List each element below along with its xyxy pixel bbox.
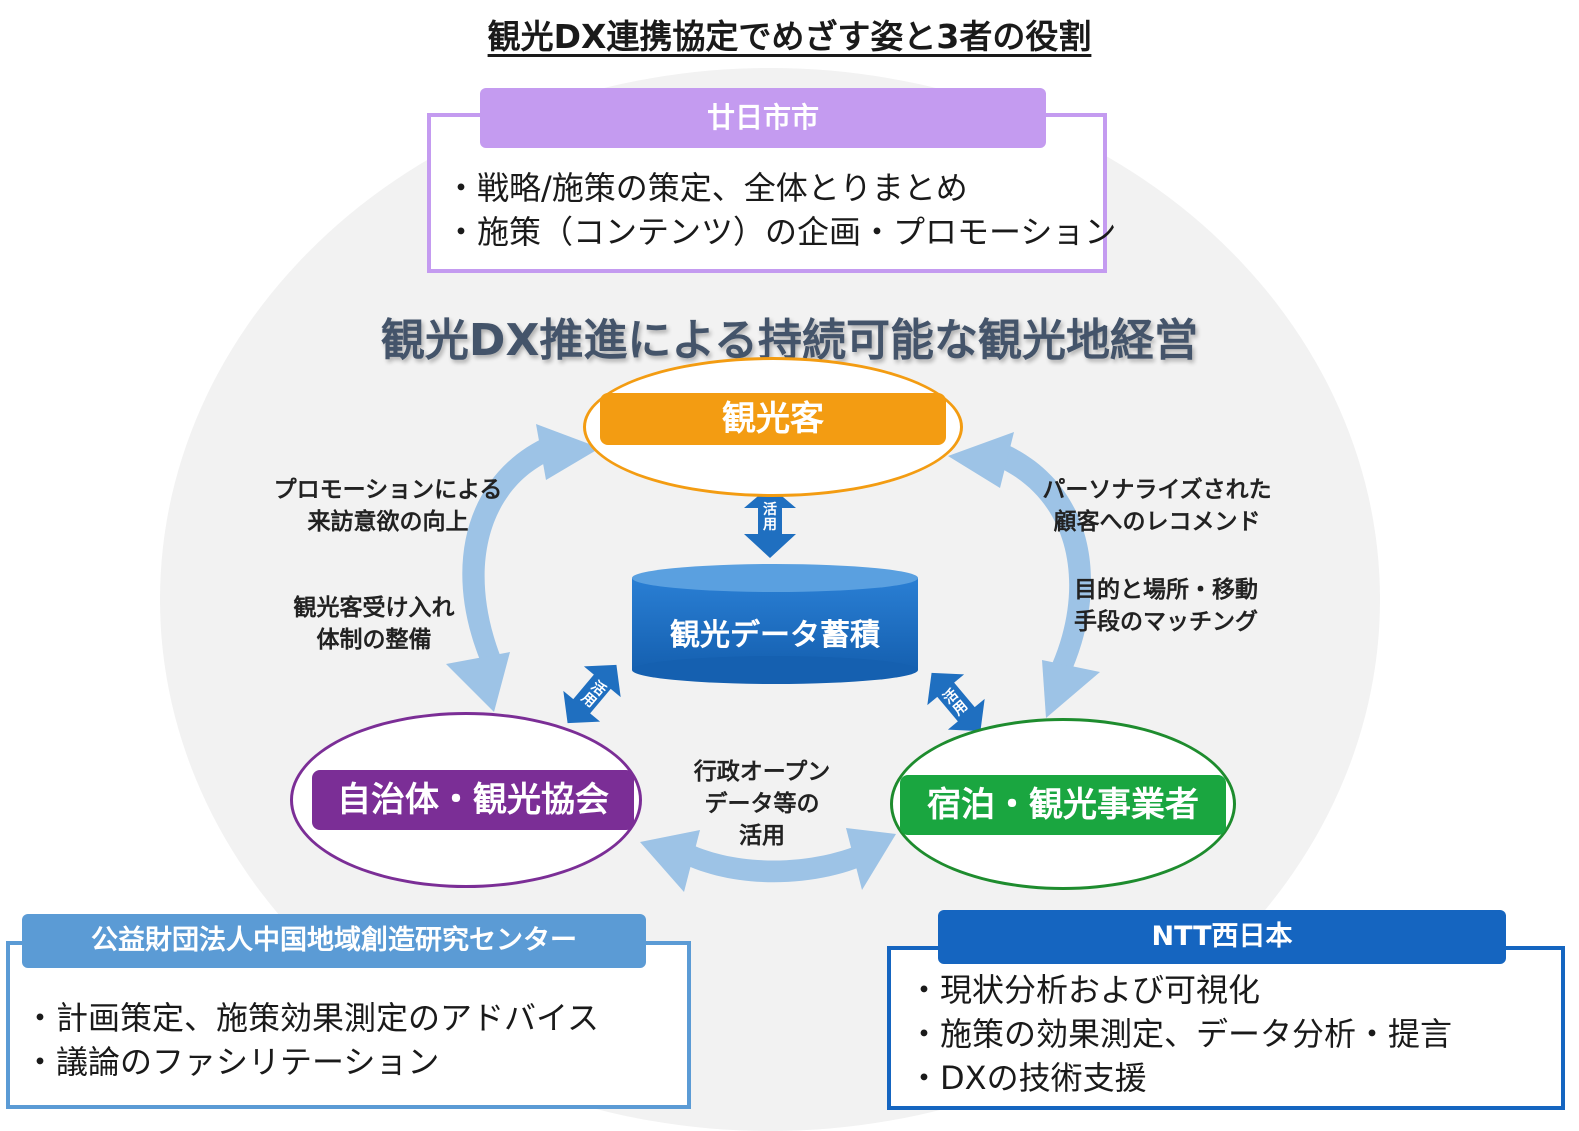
bottom-arrow — [640, 828, 896, 892]
right-arrow-head-top — [948, 432, 1014, 488]
city-header: 廿日市市 — [480, 88, 1046, 148]
katsuyo-arrow-top — [744, 486, 796, 558]
database-cylinder — [632, 564, 918, 684]
katsuyo-arrow-right — [927, 672, 985, 732]
city-role-list: ・戦略/施策の策定、全体とりまとめ ・施策（コンテンツ）の企画・プロモーション — [445, 166, 1116, 254]
tourist-node: 観光客 — [600, 393, 946, 445]
bottom-arrow-body — [676, 840, 880, 883]
bottom-arrow-head-right — [846, 828, 896, 890]
city-role-item: ・施策（コンテンツ）の企画・プロモーション — [445, 213, 1117, 251]
center-role-item: ・計画策定、施策効果測定のアドバイス — [24, 999, 600, 1037]
ntt-role-item: ・施策の効果測定、データ分析・提言 — [908, 1015, 1453, 1053]
local-node: 自治体・観光協会 — [312, 770, 634, 830]
ntt-role-item: ・現状分析および可視化 — [908, 971, 1261, 1009]
left-arrow-body — [462, 436, 556, 660]
ntt-header: NTT西日本 — [938, 910, 1506, 964]
katsuyo-arrow-left — [563, 664, 621, 724]
katsuyo-label-top: 活用 — [763, 502, 777, 533]
right-arrow-body — [1000, 446, 1092, 670]
personalize-label: パーソナライズされた顧客へのレコメンド — [1042, 477, 1272, 535]
right-arrow-head-bottom — [1042, 660, 1100, 718]
database-label: 観光データ蓄積 — [670, 618, 880, 653]
page-title: 観光DX連携協定でめざす姿と3者の役割 — [487, 17, 1092, 56]
left-arrow-head-top — [536, 424, 600, 480]
city-role-item: ・戦略/施策の策定、全体とりまとめ — [445, 169, 968, 207]
bottom-arrow-head-left — [640, 830, 700, 892]
left-cycle-arrow — [446, 424, 600, 712]
ntt-role-list: ・現状分析および可視化 ・施策の効果測定、データ分析・提言 ・DXの技術支援 — [908, 968, 1452, 1100]
hotel-node: 宿泊・観光事業者 — [900, 775, 1226, 835]
right-cycle-arrow — [948, 432, 1100, 718]
ntt-role-item: ・DXの技術支援 — [908, 1059, 1147, 1097]
open-data-label: 行政オープンデータ等の活用 — [693, 759, 831, 849]
left-arrow-head-bottom — [446, 652, 510, 712]
ukeire-label: 観光客受け入れ体制の整備 — [293, 595, 455, 653]
promo-label: プロモーションによる来訪意欲の向上 — [273, 477, 503, 535]
center-header: 公益財団法人中国地域創造研究センター — [22, 914, 646, 968]
center-role-list: ・計画策定、施策効果測定のアドバイス ・議論のファシリテーション — [24, 996, 599, 1084]
center-role-item: ・議論のファシリテーション — [24, 1043, 440, 1081]
matching-label: 目的と場所・移動手段のマッチング — [1074, 577, 1258, 635]
